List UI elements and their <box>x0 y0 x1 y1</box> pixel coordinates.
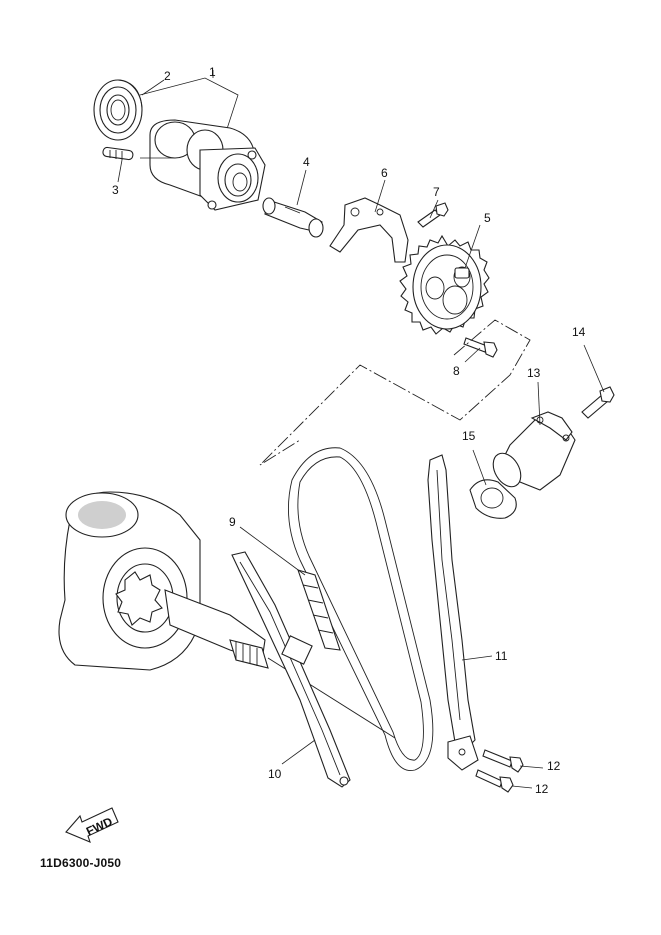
guide-bolt-lower <box>475 769 514 793</box>
callout-15: 15 <box>462 429 476 443</box>
callout-6: 6 <box>381 166 388 180</box>
camshaft-bearing <box>93 79 143 141</box>
chain-guide-rear <box>427 454 479 771</box>
callout-10: 10 <box>268 767 282 781</box>
forward-arrow-icon: FWD <box>65 807 119 843</box>
callout-12-upper: 12 <box>547 759 561 773</box>
callout-9: 9 <box>229 515 236 529</box>
callout-11: 11 <box>495 649 508 663</box>
sprocket-bolt <box>463 337 498 358</box>
callout-3: 3 <box>112 183 119 197</box>
tensioner-bolt <box>581 386 615 419</box>
callout-1: 1 <box>209 65 216 79</box>
camshaft-group-bracket <box>139 70 239 136</box>
callout-8: 8 <box>453 364 460 378</box>
dowel-pin <box>102 146 134 161</box>
cam-chain-tensioner <box>492 411 576 491</box>
chain-guide-front <box>231 551 351 788</box>
callout-4: 4 <box>303 155 310 169</box>
callout-13: 13 <box>527 366 541 380</box>
decompressor-plate <box>329 197 409 263</box>
assembly-reference-line <box>259 319 531 466</box>
plate-bolt <box>417 202 449 228</box>
callout-14: 14 <box>572 325 586 339</box>
chain-segment-detail <box>297 569 341 651</box>
cam-chain <box>288 447 434 771</box>
fwd-label: FWD <box>84 814 115 838</box>
cam-sprocket <box>399 234 490 335</box>
camshaft <box>149 119 266 211</box>
tensioner-gasket <box>469 479 517 519</box>
callout-2: 2 <box>164 69 171 83</box>
diagram-code: 11D6300-J050 <box>40 856 122 870</box>
callout-7: 7 <box>433 185 440 199</box>
callout-12-lower: 12 <box>535 782 549 796</box>
guide-bolt-upper <box>482 749 524 773</box>
callout-numbers: 1 2 3 4 5 6 7 8 9 10 11 12 12 13 14 15 <box>112 65 586 796</box>
leader-lines <box>117 79 605 789</box>
decompressor-shaft <box>262 197 324 238</box>
crankshaft-assembly <box>58 491 396 739</box>
callout-5: 5 <box>484 211 491 225</box>
